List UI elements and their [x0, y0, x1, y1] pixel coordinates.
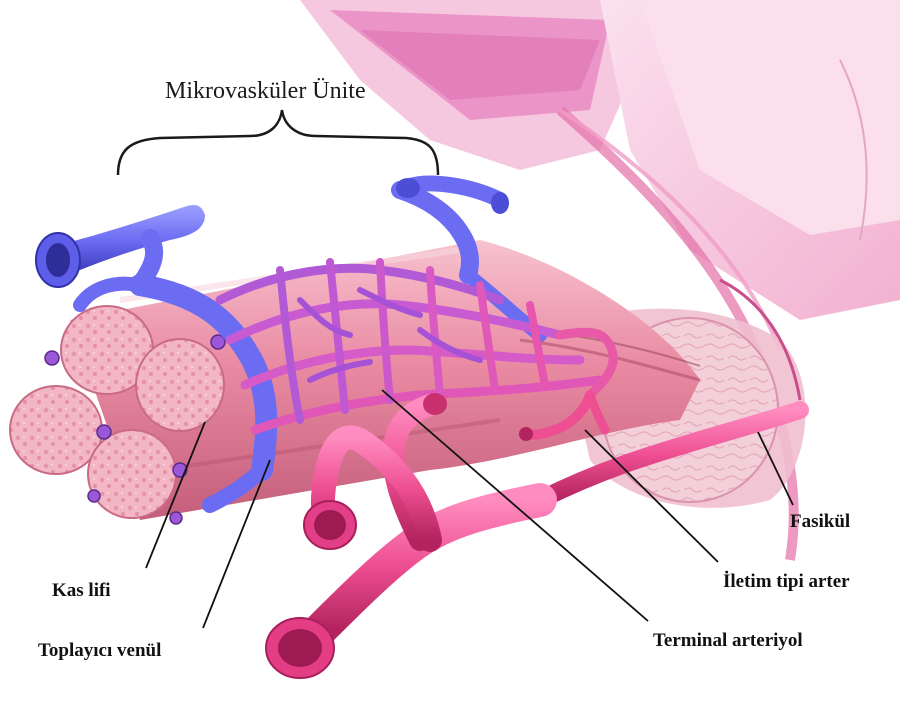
diagram-title: Mikrovasküler Ünite: [165, 78, 366, 105]
label-toplayici-venul: Toplayıcı venül: [38, 640, 161, 662]
label-iletim-tipi-arter: İletim tipi arter: [723, 571, 850, 593]
title-bracket: [118, 110, 438, 175]
label-terminal-arteriyol: Terminal arteriyol: [653, 630, 803, 652]
label-fasikul: Fasikül: [790, 511, 850, 533]
label-kas-lifi: Kas lifi: [52, 580, 111, 602]
